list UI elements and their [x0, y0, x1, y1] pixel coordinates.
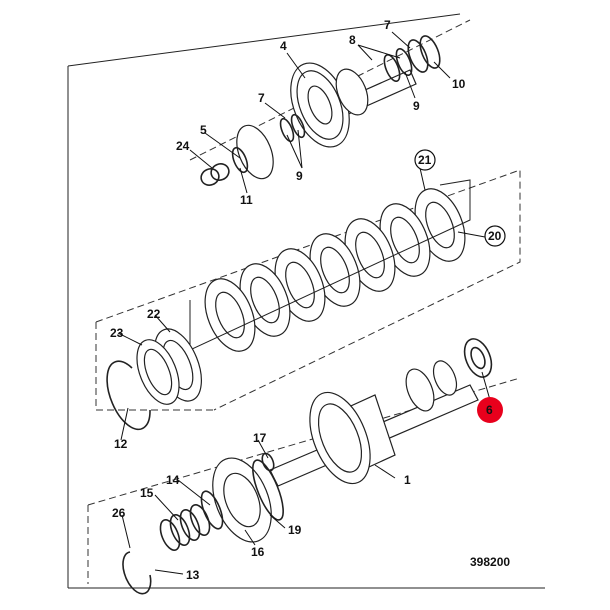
clutch-plate-stack: [106, 179, 471, 431]
highlight-marker: [477, 397, 503, 423]
label-4: 4: [280, 39, 287, 53]
upper-gear-assembly: [200, 35, 441, 186]
label-17: 17: [253, 431, 267, 445]
label-23: 23: [110, 326, 124, 340]
label-ring-20: [484, 225, 506, 247]
label-12: 12: [114, 437, 128, 451]
label-7-top: 7: [384, 18, 391, 32]
label-24: 24: [176, 139, 190, 153]
label-1: 1: [404, 473, 411, 487]
leader-lines: [117, 31, 491, 575]
label-11: 11: [240, 193, 253, 207]
label-ring-21: [414, 149, 436, 171]
label-5: 5: [200, 123, 207, 137]
clutch-pack-box: [95, 169, 521, 411]
label-26: 26: [112, 506, 126, 520]
label-19: 19: [288, 523, 302, 537]
label-6: 6: [486, 403, 493, 417]
label-15: 15: [140, 486, 154, 500]
label-16: 16: [251, 545, 265, 559]
part-labels: 4 8 7 10 9 7 5 24 9 11 21 20 22 23 12 17…: [110, 18, 502, 582]
label-9-top: 9: [413, 99, 420, 113]
label-20: 20: [488, 229, 502, 243]
label-21: 21: [418, 153, 432, 167]
label-9-mid: 9: [296, 169, 303, 183]
drawing-reference-number: 398200: [470, 555, 510, 569]
label-14: 14: [166, 473, 180, 487]
label-7-mid: 7: [258, 91, 265, 105]
label-13: 13: [186, 568, 200, 582]
drum-shaft-assembly: [122, 338, 493, 595]
outer-frame: [67, 13, 545, 589]
label-10: 10: [452, 77, 466, 91]
label-22: 22: [147, 307, 161, 321]
label-8: 8: [349, 33, 356, 47]
